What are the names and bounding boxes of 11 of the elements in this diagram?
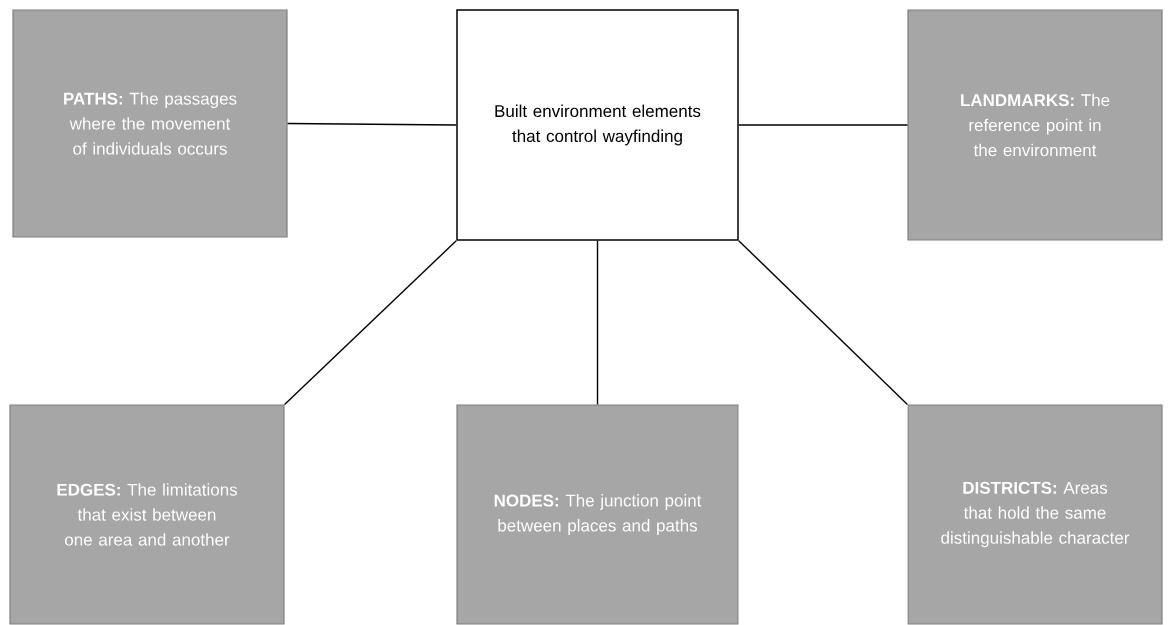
concept-box: PATHS: The passages where the movement of individuals occurs bbox=[12, 9, 288, 238]
connector-line bbox=[286, 122, 457, 126]
concept-box: EDGES: The limitations that exist between one area and another bbox=[9, 404, 285, 625]
connector-line bbox=[596, 240, 599, 406]
connector-line bbox=[283, 240, 457, 406]
concept-box: NODES: The junction point between places and paths bbox=[456, 404, 739, 625]
connector-line bbox=[738, 240, 909, 406]
connector-line bbox=[738, 124, 909, 126]
concept-box: LANDMARKS: The reference point in the environment bbox=[907, 9, 1163, 241]
concept-box: DISTRICTS: Areas that hold the same distinguishable character bbox=[907, 404, 1163, 625]
central-box: Built environment elements that control wayfinding bbox=[456, 9, 739, 241]
